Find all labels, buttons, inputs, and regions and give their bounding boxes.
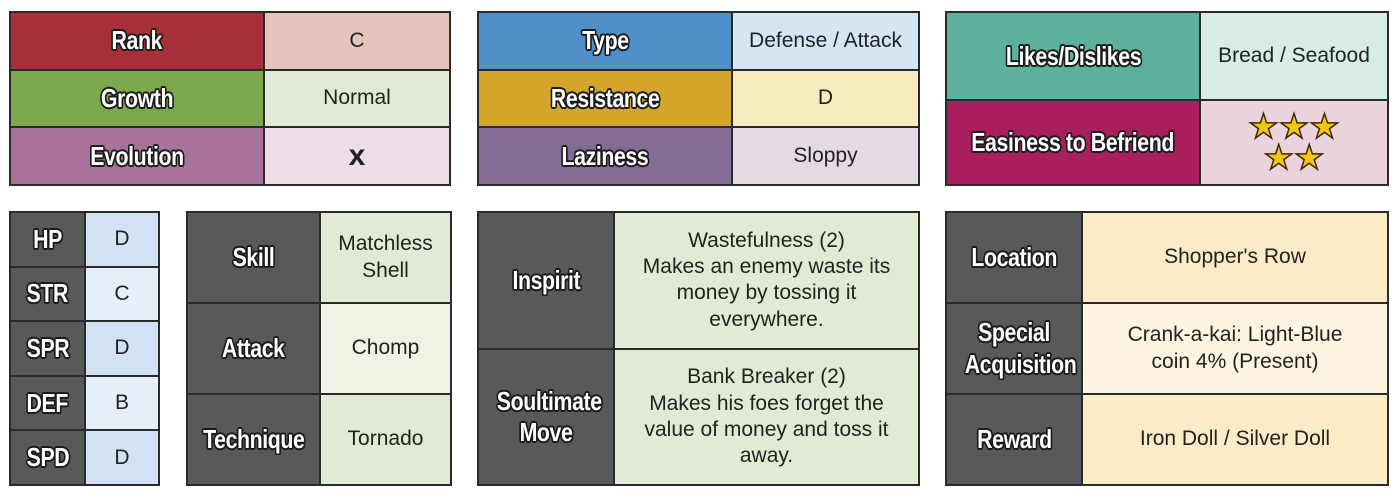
skill-label: Skill — [232, 242, 275, 272]
special-acquisition-label: Special Acquisition — [964, 317, 1077, 379]
growth-value: Normal — [265, 70, 449, 127]
evolution-label: Evolution — [90, 140, 184, 171]
acquisition-table: Location Shopper's Row Special Acquisiti… — [945, 211, 1389, 486]
rank-label-cell: Rank — [11, 13, 263, 69]
skill-label-cell: Skill — [188, 213, 319, 302]
star-icon: ★ — [1293, 138, 1325, 177]
growth-label-cell: Growth — [11, 70, 263, 127]
special-acquisition-value: Crank-a-kai: Light-Blue coin 4% (Present… — [1083, 304, 1387, 393]
stat-value-spr: D — [86, 322, 158, 375]
stat-label-str: STR — [26, 278, 69, 309]
evolution-value: x — [265, 128, 449, 184]
type-label-cell: Type — [479, 13, 731, 69]
abilities-table: Inspirit Wastefulness (2) Makes an enemy… — [477, 211, 920, 486]
rank-growth-evolution-table: Rank C Growth Normal Evolution x — [9, 11, 451, 186]
inspirit-cell: Wastefulness (2) Makes an enemy waste it… — [615, 213, 918, 348]
technique-value: Tornado — [321, 395, 450, 484]
likes-label: Likes/Dislikes — [1005, 40, 1141, 71]
soultimate-cell: Bank Breaker (2) Makes his foes forget t… — [615, 349, 918, 484]
type-label: Type — [581, 25, 629, 56]
evolution-label-cell: Evolution — [11, 128, 263, 184]
stat-label-spd: SPD — [26, 442, 69, 473]
moves-table: Skill Matchless Shell Attack Chomp Techn… — [186, 211, 452, 486]
reward-value: Iron Doll / Silver Doll — [1083, 395, 1387, 484]
location-label-cell: Location — [947, 213, 1081, 302]
resistance-value: D — [733, 70, 918, 127]
likes-value: Bread / Seafood — [1201, 13, 1387, 99]
rank-label: Rank — [111, 25, 163, 56]
soultimate-label: Soultimate Move — [496, 385, 602, 447]
stat-value-spd: D — [86, 431, 158, 484]
technique-label-cell: Technique — [188, 395, 319, 484]
resistance-label-cell: Resistance — [479, 70, 731, 127]
attack-value: Chomp — [321, 304, 450, 393]
laziness-label: Laziness — [561, 140, 649, 171]
stat-label-cell: HP — [11, 213, 84, 266]
technique-label: Technique — [202, 424, 305, 454]
resistance-label: Resistance — [550, 82, 660, 113]
star-icon: ★ — [1248, 107, 1280, 146]
stat-label-spr: SPR — [26, 332, 69, 363]
inspirit-label: Inspirit — [512, 264, 580, 295]
location-value: Shopper's Row — [1083, 213, 1387, 302]
skill-value: Matchless Shell — [321, 213, 450, 302]
inspirit-description: Makes an enemy waste its money by tossin… — [642, 255, 891, 331]
reward-label: Reward — [976, 424, 1052, 454]
stat-label-cell: SPD — [11, 431, 84, 484]
befriend-label-cell: Easiness to Befriend — [947, 101, 1199, 184]
soultimate-description: Makes his foes forget the value of money… — [644, 391, 889, 468]
stat-label-def: DEF — [26, 387, 69, 418]
attack-label-cell: Attack — [188, 304, 319, 393]
star-rating: ★★★ ★★ — [1248, 109, 1341, 177]
likes-label-cell: Likes/Dislikes — [947, 13, 1199, 99]
laziness-value: Sloppy — [733, 128, 918, 184]
inspirit-label-cell: Inspirit — [479, 213, 613, 348]
stat-label-cell: STR — [11, 267, 84, 321]
location-label: Location — [971, 242, 1057, 272]
soultimate-name: Bank Breaker (2) — [687, 365, 846, 389]
stat-label-hp: HP — [33, 223, 62, 254]
befriend-rating: ★★★ ★★ — [1201, 101, 1387, 184]
befriend-label: Easiness to Befriend — [971, 127, 1175, 157]
special-label-cell: Special Acquisition — [947, 304, 1081, 393]
type-resistance-laziness-table: Type Defense / Attack Resistance D Lazin… — [477, 11, 920, 186]
star-icon: ★ — [1263, 138, 1295, 177]
stat-value-def: B — [86, 376, 158, 430]
star-icon: ★ — [1278, 107, 1310, 146]
reward-label-cell: Reward — [947, 395, 1081, 484]
growth-label: Growth — [100, 82, 174, 113]
stat-label-cell: DEF — [11, 376, 84, 430]
inspirit-name: Wastefulness (2) — [688, 228, 845, 252]
stat-value-hp: D — [86, 213, 158, 266]
stat-value-str: C — [86, 267, 158, 321]
stats-table: HP D STR C SPR D DEF B SPD D — [9, 211, 160, 486]
star-icon: ★ — [1308, 107, 1340, 146]
likes-befriend-table: Likes/Dislikes Bread / Seafood Easiness … — [945, 11, 1389, 186]
attack-label: Attack — [222, 333, 285, 363]
laziness-label-cell: Laziness — [479, 128, 731, 184]
rank-value: C — [265, 13, 449, 69]
soultimate-label-cell: Soultimate Move — [479, 349, 613, 484]
stat-label-cell: SPR — [11, 322, 84, 375]
type-value: Defense / Attack — [733, 13, 918, 69]
